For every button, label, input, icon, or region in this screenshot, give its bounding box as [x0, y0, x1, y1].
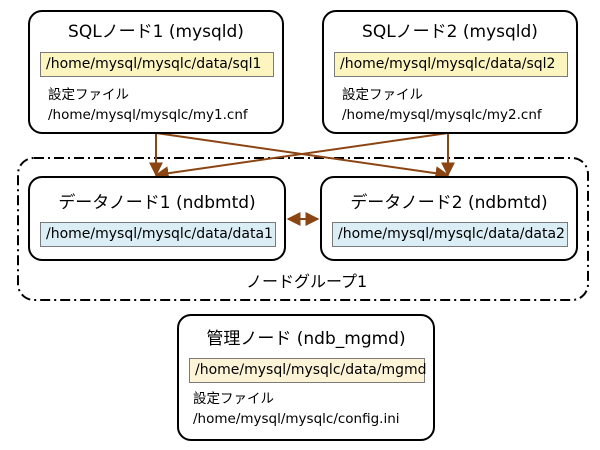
data-node-1-title: データノード1 (ndbmtd)	[58, 193, 256, 213]
sql-node-1-config-path: /home/mysql/mysqlc/my1.cnf	[48, 107, 248, 123]
sql-node-2-title: SQLノード2 (mysqld)	[362, 22, 538, 42]
arrow-sql2-to-data1	[154, 132, 449, 181]
management-node-title: 管理ノード (ndb_mgmd)	[206, 329, 406, 349]
sql-node-1-data-dir: /home/mysql/mysqlc/data/sql1	[40, 52, 274, 77]
data-node-2-data-dir: /home/mysql/mysqlc/data/data2	[332, 222, 568, 247]
sql-node-1-title: SQLノード1 (mysqld)	[68, 22, 244, 42]
sql-node-1: SQLノード1 (mysqld) /home/mysql/mysqlc/data…	[28, 10, 284, 134]
node-group-boundary	[17, 157, 589, 301]
management-node-config-label: 設定ファイル	[193, 391, 274, 407]
data-node-2-title: データノード2 (ndbmtd)	[350, 193, 548, 213]
sql-node-2: SQLノード2 (mysqld) /home/mysql/mysqlc/data…	[322, 10, 578, 134]
data-node-2: データノード2 (ndbmtd) /home/mysql/mysqlc/data…	[320, 176, 578, 261]
sql-node-1-config-label: 設定ファイル	[48, 87, 129, 103]
data-node-1-data-dir: /home/mysql/mysqlc/data/data1	[40, 222, 276, 247]
management-node-data-dir: /home/mysql/mysqlc/data/mgmd	[189, 358, 427, 383]
management-node: 管理ノード (ndb_mgmd) /home/mysql/mysqlc/data…	[177, 314, 435, 441]
management-node-config-path: /home/mysql/mysqlc/config.ini	[193, 411, 400, 427]
sql-node-2-config-label: 設定ファイル	[342, 87, 423, 103]
sql-node-2-data-dir: /home/mysql/mysqlc/data/sql2	[334, 52, 568, 77]
sql-node-2-config-path: /home/mysql/mysqlc/my2.cnf	[342, 107, 542, 123]
node-group-label: ノードグループ1	[246, 272, 368, 291]
data-node-1: データノード1 (ndbmtd) /home/mysql/mysqlc/data…	[28, 176, 286, 261]
